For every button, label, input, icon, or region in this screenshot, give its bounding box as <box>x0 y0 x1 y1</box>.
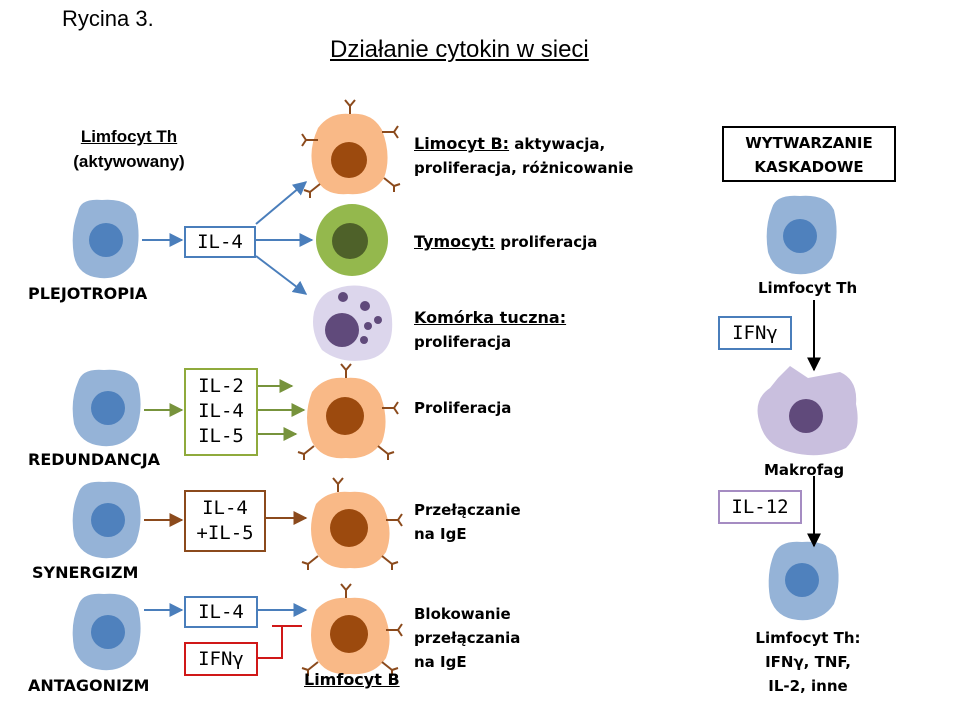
cascade-result-2: IFNγ, TNF, <box>765 653 851 671</box>
desc-komorka-tuczna: Komórka tuczna: proliferacja <box>414 306 566 354</box>
desc-tymocyt: Tymocyt: proliferacja <box>414 230 597 254</box>
box-redundancja: IL-2 IL-4 IL-5 <box>184 368 258 456</box>
desc-limfocyt-b-rest2: proliferacja, różnicowanie <box>414 159 634 177</box>
cascade-result-th-cell <box>768 541 839 621</box>
box-redund-il2: IL-2 <box>198 375 244 397</box>
desc-blokowanie: Blokowanie przełączania na IgE <box>414 602 520 674</box>
desc-tymocyt-head: Tymocyt: <box>414 232 496 251</box>
label-plejotropia: PLEJOTROPIA <box>28 284 148 303</box>
label-redundancja: REDUNDANCJA <box>28 450 161 469</box>
arrows-plejotropia <box>142 181 314 295</box>
desc-przelaczanie-2: na IgE <box>414 525 467 543</box>
desc-blokowanie-2: przełączania <box>414 629 521 647</box>
box-il4-antagonizm: IL-4 <box>184 596 258 628</box>
desc-proliferacja: Proliferacja <box>414 399 512 417</box>
makrofag-label: Makrofag <box>764 461 845 479</box>
diagram-title: Działanie cytokin w sieci <box>330 36 589 63</box>
box-synerg-il4: IL-4 <box>202 497 248 519</box>
box-redund-il4: IL-4 <box>198 400 244 422</box>
cascade-header-2: KASKADOWE <box>754 158 864 176</box>
desc-przelaczanie-1: Przełączanie <box>414 501 521 519</box>
arrows-redundancja <box>144 379 306 441</box>
cascade-result-3: IL-2, inne <box>768 677 848 695</box>
desc-tuczna-rest: proliferacja <box>414 333 512 351</box>
th-cell-synergizm <box>72 481 141 559</box>
cascade-result-label: Limfocyt Th: IFNγ, TNF, IL-2, inne <box>730 626 886 698</box>
mast-cell <box>313 285 393 361</box>
desc-tymocyt-rest: proliferacja <box>495 233 598 251</box>
b-cell-antagonizm <box>301 583 403 676</box>
b-cell-redundancja <box>297 363 399 460</box>
label-limfocyt-b-bottom: Limfocyt B <box>304 670 400 689</box>
desc-blokowanie-3: na IgE <box>414 653 467 671</box>
desc-limfocyt-b-rest1: aktywacja, <box>509 135 606 153</box>
arrows-synergizm <box>144 511 308 527</box>
cascade-result-1: Limfocyt Th: <box>755 629 861 647</box>
box-synergizm: IL-4 +IL-5 <box>184 490 266 552</box>
th-label-line1: Limfocyt Th <box>80 127 178 146</box>
arrows-antagonizm <box>144 603 308 659</box>
desc-limfocyt-b-head: Limocyt B: <box>414 134 510 153</box>
cascade-ifn-box: IFNγ <box>718 316 792 350</box>
desc-tuczna-head: Komórka tuczna: <box>414 308 567 327</box>
box-synerg-il5: +IL-5 <box>196 522 254 544</box>
desc-blokowanie-1: Blokowanie <box>414 605 511 623</box>
cascade-header-1: WYTWARZANIE <box>745 134 873 152</box>
cascade-il12-box: IL-12 <box>718 490 802 524</box>
macrophage-cell <box>757 366 858 456</box>
cascade-th-cell <box>766 195 837 275</box>
box-ifn-antagonizm: IFNγ <box>184 642 258 676</box>
desc-przelaczanie: Przełączanie na IgE <box>414 498 521 546</box>
th-cell-plejotropia <box>72 199 139 279</box>
b-cell-synergizm <box>301 477 403 570</box>
box-redund-il5: IL-5 <box>198 425 244 447</box>
box-il4-plejotropia: IL-4 <box>184 226 256 258</box>
desc-limfocyt-b: Limocyt B: aktywacja, proliferacja, różn… <box>414 132 633 180</box>
b-cell-activation <box>301 99 401 198</box>
th-label-line2: (aktywowany) <box>73 152 185 171</box>
thymocyte-cell <box>316 204 388 276</box>
label-synergizm: SYNERGIZM <box>32 563 139 582</box>
th-cell-redundancja <box>72 369 141 447</box>
th-cell-label: Limfocyt Th (aktywowany) <box>44 124 214 174</box>
label-antagonizm: ANTAGONIZM <box>28 676 150 695</box>
cascade-header: WYTWARZANIE KASKADOWE <box>722 126 896 182</box>
cascade-th-label: Limfocyt Th <box>758 279 858 297</box>
th-cell-antagonizm <box>72 593 141 671</box>
figure-label: Rycina 3. <box>62 6 154 31</box>
